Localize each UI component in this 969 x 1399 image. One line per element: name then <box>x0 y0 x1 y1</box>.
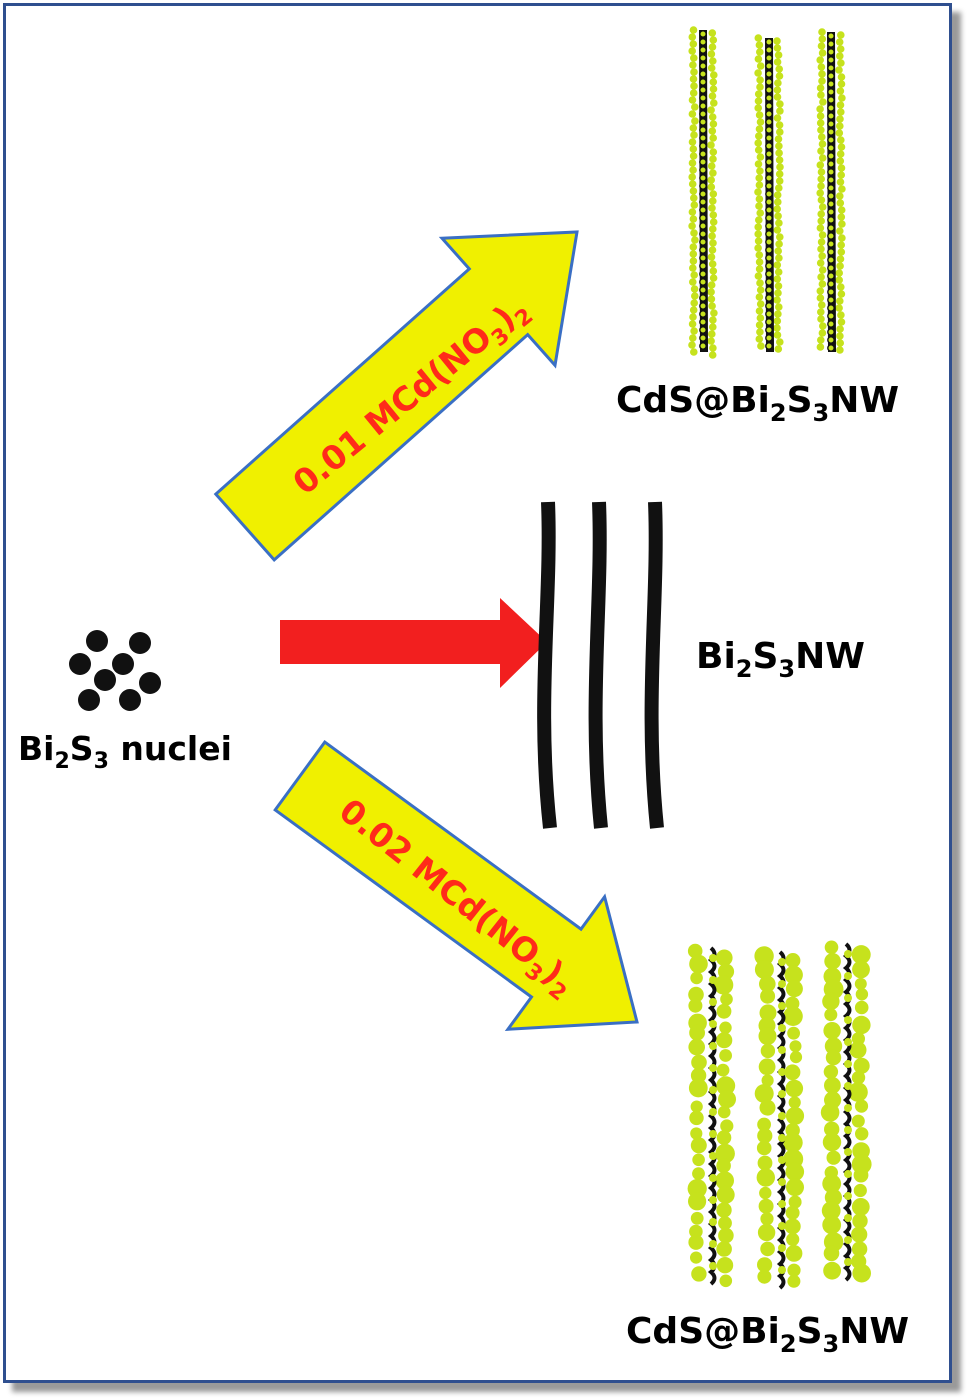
bottom-coated-nanowires <box>687 940 872 1290</box>
bare-nanowires <box>537 501 664 829</box>
upper-arrow: 0.01 MCd(NO3)2 <box>213 230 579 563</box>
nuclei-label: Bi2S3 nuclei <box>18 729 232 774</box>
lower-arrow: 0.02 MCd(NO3)2 <box>273 740 639 1031</box>
direct-arrow <box>280 598 547 688</box>
nuclei-cluster <box>69 630 161 711</box>
top-product-label: CdS@Bi2S3NW <box>616 380 899 427</box>
nanowire-label: Bi2S3NW <box>696 636 865 683</box>
top-coated-nanowires <box>688 26 846 359</box>
bottom-product-label: CdS@Bi2S3NW <box>626 1311 909 1358</box>
